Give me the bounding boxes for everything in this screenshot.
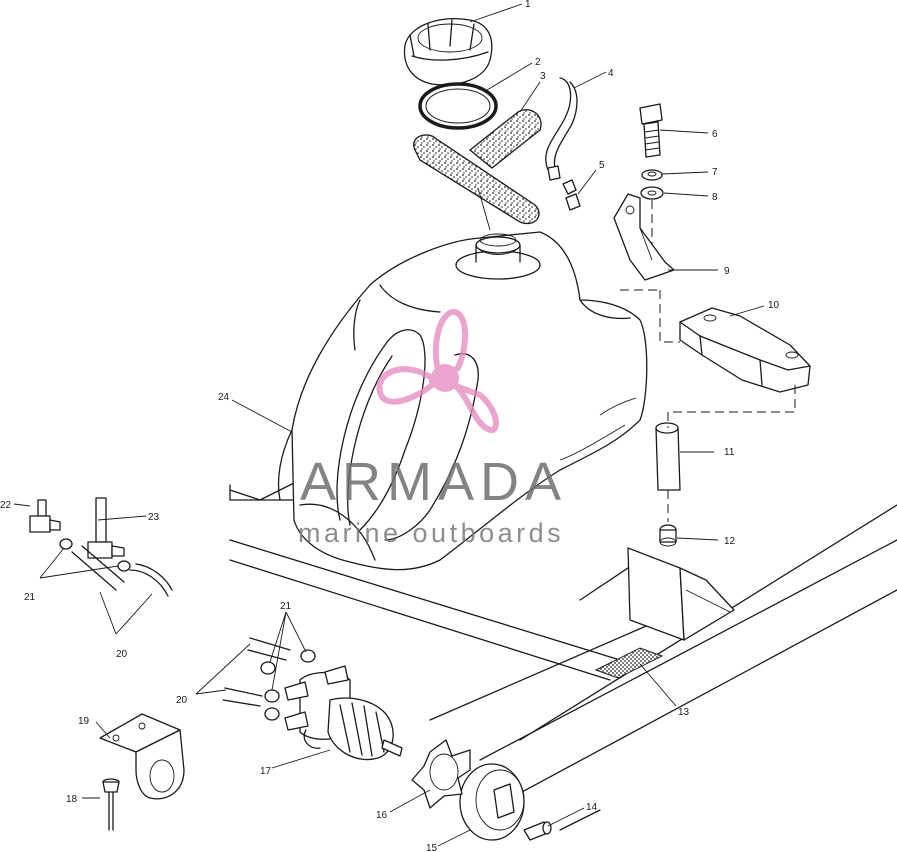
callout-23: 23 [148, 512, 160, 523]
callout-5: 5 [599, 160, 605, 171]
callout-1: 1 [525, 0, 531, 10]
o-ring-gasket [418, 82, 498, 130]
callout-9: 9 [724, 266, 730, 277]
callout-2: 2 [535, 57, 541, 68]
decal-label [594, 647, 664, 679]
spacer-sleeve [655, 422, 681, 547]
callout-18: 18 [66, 794, 78, 805]
fuel-valve-knob [411, 739, 471, 809]
callout-8: 8 [712, 192, 718, 203]
callout-numbers: 1 2 3 4 5 6 7 8 9 10 11 12 13 14 15 16 1… [0, 0, 780, 852]
gas-cap [403, 18, 493, 86]
callout-3: 3 [540, 71, 546, 82]
callout-21b: 21 [280, 601, 292, 612]
alignment-lines [620, 289, 796, 522]
callout-17: 17 [260, 766, 272, 777]
armada-logo [376, 309, 499, 433]
watermark-subtitle: marine outboards [298, 518, 564, 548]
fuel-valve [284, 665, 403, 761]
hose-clamps-lower [222, 637, 316, 721]
callout-14: 14 [586, 802, 598, 813]
watermark-title: ARMADA [300, 452, 567, 512]
callout-15: 15 [426, 843, 438, 852]
callout-6: 6 [712, 129, 718, 140]
callout-12: 12 [724, 536, 736, 547]
callout-7: 7 [712, 167, 718, 178]
tank-mount-block [679, 307, 811, 393]
vent-fitting [562, 179, 581, 211]
callout-20b: 20 [176, 695, 188, 706]
callout-24: 24 [218, 392, 230, 403]
mounting-bracket [613, 193, 675, 281]
leader-lines [13, 3, 765, 847]
callout-4: 4 [608, 68, 614, 79]
foam-filter [413, 109, 542, 231]
bolt-nut-washer [639, 103, 664, 260]
valve-bracket [99, 713, 185, 800]
callout-20a: 20 [116, 649, 128, 660]
callout-13: 13 [678, 707, 690, 718]
callout-10: 10 [768, 300, 780, 311]
callout-19: 19 [78, 716, 90, 727]
callout-22: 22 [0, 500, 12, 511]
frame-end-cap [459, 763, 552, 841]
callout-21a: 21 [24, 592, 36, 603]
frame-rails [229, 479, 897, 831]
vent-hose [545, 77, 578, 181]
rivet [102, 778, 120, 831]
callout-16: 16 [376, 810, 388, 821]
callout-11: 11 [724, 447, 735, 458]
